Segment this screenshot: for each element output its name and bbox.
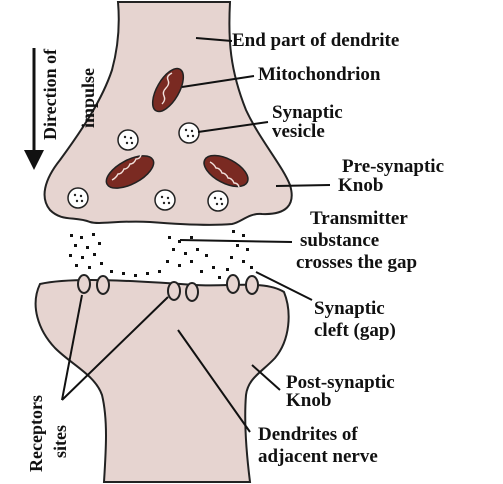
label-pre-synaptic-line1: Pre-synaptic [342,156,444,177]
label-transmitter-line2: substance [300,230,379,251]
transmitter-dots [69,230,253,279]
post-synaptic-knob [36,280,289,482]
label-post-synaptic-line2: Knob [286,390,331,411]
label-transmitter-line3: crosses the gap [296,252,417,273]
label-receptors-line2: sites [50,425,70,458]
label-pre-synaptic-line2: Knob [338,175,383,196]
label-end-part-dendrite: End part of dendrite [232,30,399,51]
label-synaptic-vesicle-line2: vesicle [272,121,325,142]
label-cleft-line1: Synaptic [314,298,385,319]
label-dendrites-line2: adjacent nerve [258,446,378,467]
label-direction-line2: impulse [78,68,98,128]
label-cleft-line2: cleft (gap) [314,320,396,341]
label-receptors-line1: Receptors [26,395,46,472]
label-dendrites-line1: Dendrites of [258,424,358,445]
label-transmitter-line1: Transmitter [310,208,408,229]
label-synaptic-vesicle-line1: Synaptic [272,102,343,123]
label-mitochondrion: Mitochondrion [258,64,380,85]
label-direction-line1: Direction of [40,49,60,140]
